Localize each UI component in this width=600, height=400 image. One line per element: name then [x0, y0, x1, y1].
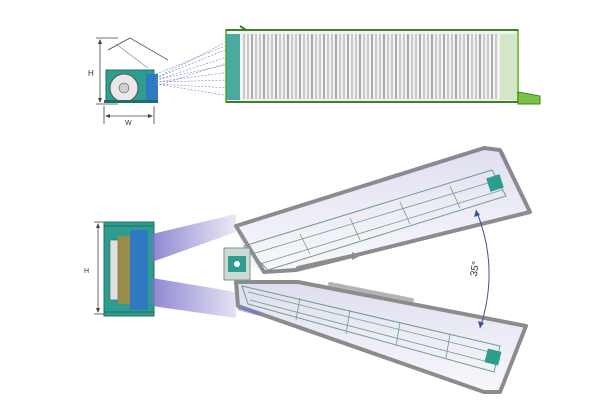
side-yarn-lines — [155, 39, 231, 97]
angle-label: 35° — [469, 261, 482, 278]
yarn-beams — [152, 214, 236, 318]
side-width-dimension: W — [103, 106, 155, 127]
side-view: H W — [88, 25, 541, 127]
angle-indicator: 35° — [469, 209, 490, 329]
side-width-label: W — [125, 120, 132, 127]
side-height-dimension: H — [88, 37, 118, 105]
top-height-label: H — [84, 268, 89, 275]
inner-rails — [237, 252, 414, 316]
creel-hub — [223, 247, 251, 281]
upper-creel-arm — [234, 146, 532, 274]
side-warping-machine — [104, 37, 169, 103]
top-warping-machine — [103, 221, 155, 317]
lower-creel-arm — [234, 280, 528, 394]
side-creel-frame — [225, 25, 541, 105]
side-height-label: H — [88, 69, 94, 78]
top-view: H — [84, 146, 532, 394]
